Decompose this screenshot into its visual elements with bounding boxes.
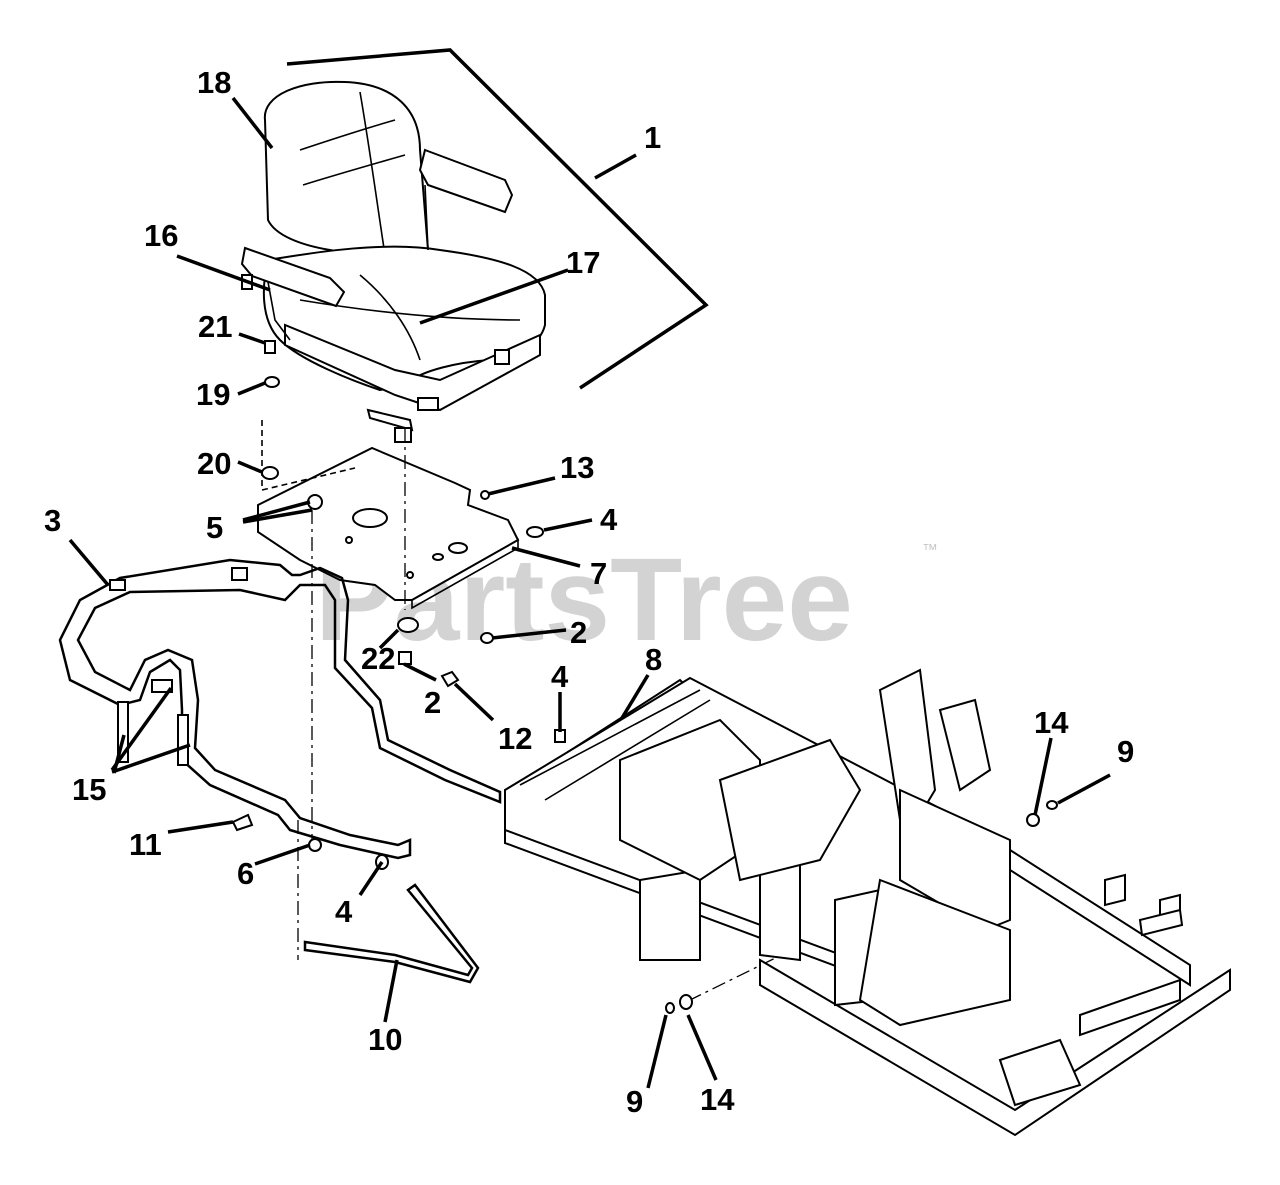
seat-illustration <box>240 80 546 443</box>
callout-9-top: 9 <box>1117 734 1134 769</box>
callout-13: 13 <box>560 450 594 485</box>
callout-12: 12 <box>498 721 532 756</box>
callout-3: 3 <box>44 503 61 538</box>
callout-17: 17 <box>566 245 600 280</box>
callout-14-bottom: 14 <box>700 1082 735 1117</box>
assembly-lines <box>297 428 823 1001</box>
callout-labels: 1 18 16 17 21 19 20 13 5 4 3 7 2 22 2 12… <box>44 65 1134 1119</box>
callout-11: 11 <box>129 827 162 862</box>
callout-6: 6 <box>237 856 254 891</box>
chassis-illustration <box>504 668 1231 1137</box>
leader-lines <box>68 48 1111 1089</box>
callout-8: 8 <box>645 642 662 677</box>
seat-pan-illustration <box>257 420 520 610</box>
seat-support-frame <box>58 558 502 860</box>
callout-22: 22 <box>361 641 395 676</box>
watermark-trademark: ™ <box>922 542 938 559</box>
callout-2-right: 2 <box>570 615 587 650</box>
callout-20: 20 <box>197 446 231 481</box>
callout-4-mid: 4 <box>551 659 569 694</box>
callout-16: 16 <box>144 218 178 253</box>
callout-15: 15 <box>72 772 106 807</box>
callout-18: 18 <box>197 65 231 100</box>
callout-21: 21 <box>198 309 232 344</box>
callout-19: 19 <box>196 377 230 412</box>
callout-4-low: 4 <box>335 894 353 929</box>
callout-2-low: 2 <box>424 685 441 720</box>
callout-9-bottom: 9 <box>626 1084 643 1119</box>
callout-7: 7 <box>590 556 607 591</box>
callout-5: 5 <box>206 510 223 545</box>
callout-1: 1 <box>644 120 661 155</box>
callout-10: 10 <box>368 1022 402 1057</box>
callout-4-top: 4 <box>600 502 618 537</box>
rod-illustration <box>303 883 480 984</box>
callout-14-top: 14 <box>1034 705 1069 740</box>
